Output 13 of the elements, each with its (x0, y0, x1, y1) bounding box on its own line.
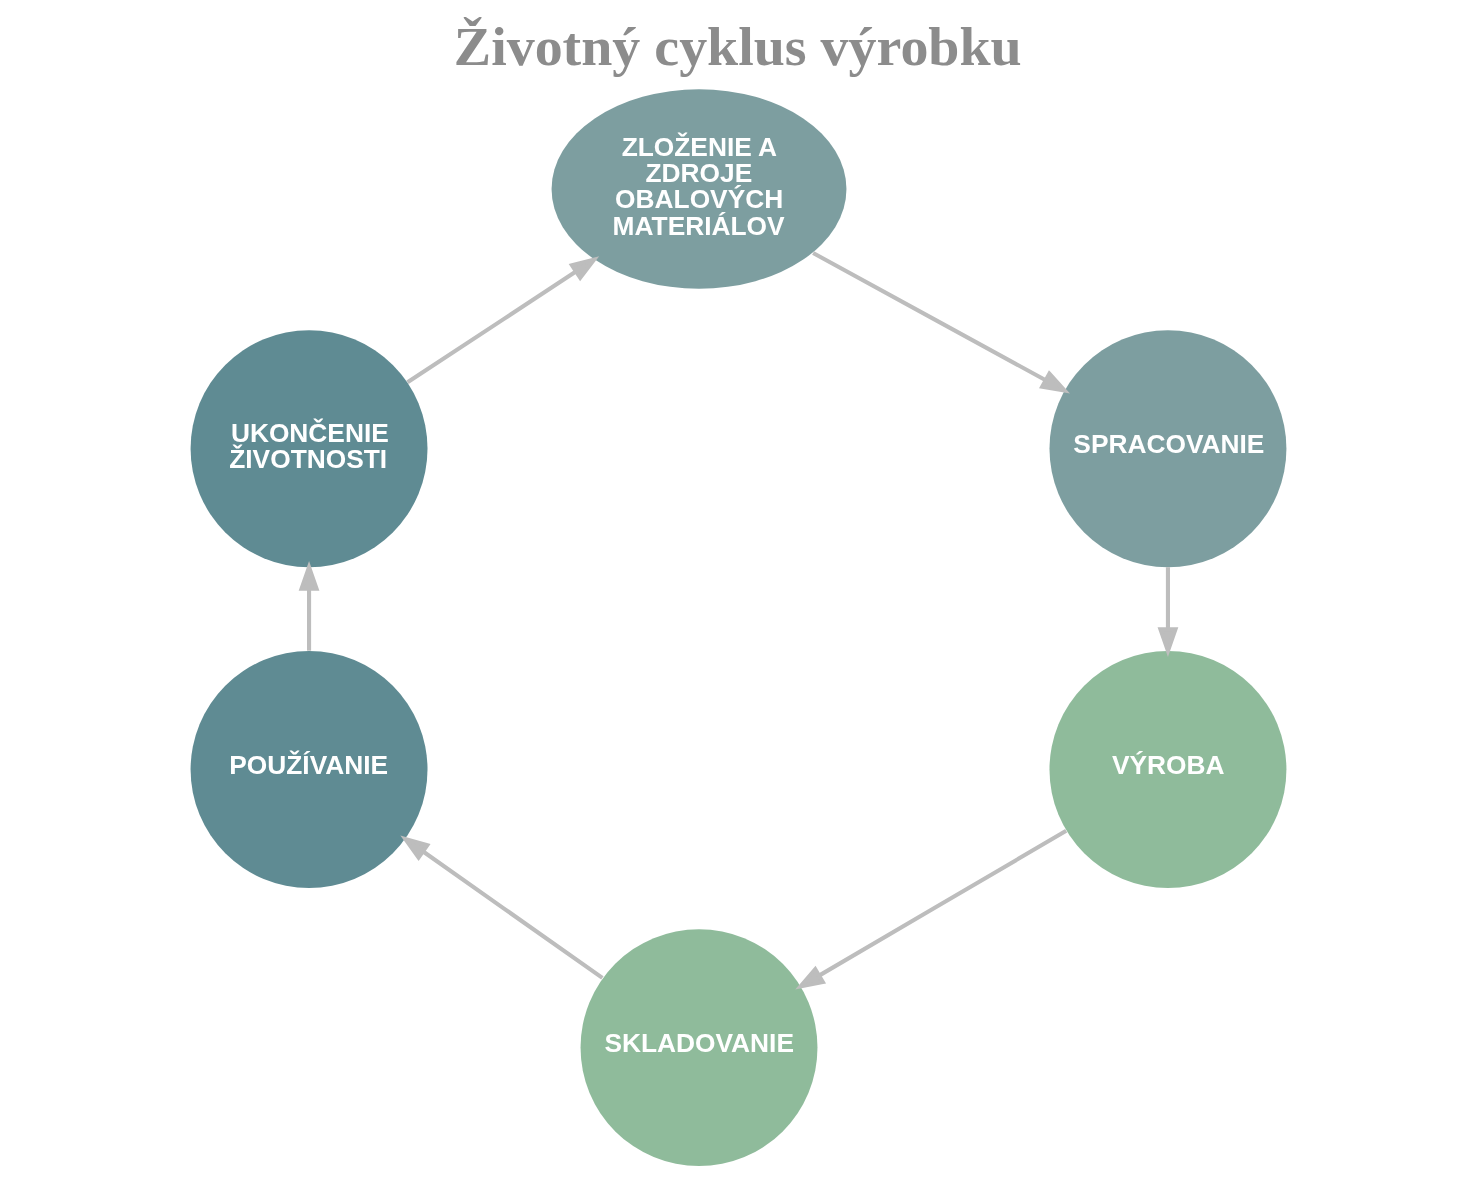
arrow (298, 561, 320, 651)
node-circle: VÝROBA (1049, 651, 1287, 888)
arrow (1157, 567, 1179, 657)
arrow (812, 251, 1070, 394)
node-circle: SPRACOVANIE (1049, 330, 1287, 568)
arrow (400, 835, 604, 980)
node-circle: SKLADOVANIE (580, 929, 818, 1167)
node-circle: UKONČENIE ŽIVOTNOSTI (190, 330, 428, 568)
arrow (795, 829, 1068, 990)
node-ellipse: ZLOŽENIE A ZDROJE OBALOVÝCH MATERIÁLOV (551, 89, 847, 289)
arrow (406, 256, 600, 384)
diagram-title: Životný cyklus výrobku (453, 14, 1022, 77)
node-circle: POUŽÍVANIE (190, 651, 428, 888)
